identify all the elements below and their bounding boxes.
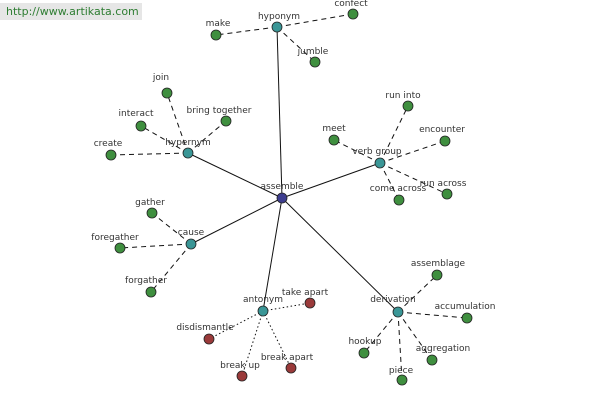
source-url[interactable]: http://www.artikata.com <box>0 3 142 20</box>
label-antonym: antonym <box>243 295 283 305</box>
node-meet[interactable] <box>328 134 340 146</box>
label-create: create <box>94 139 123 149</box>
edge-hyponym-make <box>215 26 278 36</box>
edge-derivation-piece <box>397 311 403 381</box>
edge-hypernym-interact <box>140 125 189 154</box>
node-make[interactable] <box>210 29 222 41</box>
node-accumulation[interactable] <box>461 312 473 324</box>
label-disdismantle: disdismantle <box>176 323 234 333</box>
node-jumble[interactable] <box>309 56 321 68</box>
edge-verb_group-come_across <box>379 162 400 201</box>
label-interact: interact <box>119 109 154 119</box>
edge-verb_group-run_into <box>379 105 409 164</box>
node-bring_together[interactable] <box>220 115 232 127</box>
node-break_up[interactable] <box>236 370 248 382</box>
edge-hypernym-join <box>166 92 189 154</box>
node-join[interactable] <box>161 87 173 99</box>
edge-assemble-verb_group <box>281 162 381 199</box>
edge-assemble-derivation <box>281 197 399 313</box>
edge-cause-forgather <box>150 243 192 293</box>
label-aggregation: aggregation <box>416 344 470 354</box>
label-accumulation: accumulation <box>435 302 496 312</box>
node-break_apart[interactable] <box>285 362 297 374</box>
node-forgather[interactable] <box>145 286 157 298</box>
node-confect[interactable] <box>347 8 359 20</box>
label-bring_together: bring together <box>187 106 252 116</box>
label-encounter: encounter <box>419 125 465 135</box>
node-disdismantle[interactable] <box>203 333 215 345</box>
node-antonym[interactable] <box>257 305 269 317</box>
label-run_across: run across <box>420 179 467 189</box>
edge-antonym-break_apart <box>262 310 292 369</box>
label-derivation: derivation <box>370 295 416 305</box>
label-gather: gather <box>135 198 165 208</box>
edge-assemble-hyponym <box>276 26 283 199</box>
node-assemble[interactable] <box>276 192 288 204</box>
label-meet: meet <box>322 124 346 134</box>
node-create[interactable] <box>105 149 117 161</box>
node-interact[interactable] <box>135 120 147 132</box>
label-verb_group: verb group <box>352 147 402 157</box>
label-break_up: break up <box>220 361 260 371</box>
node-run_across[interactable] <box>441 188 453 200</box>
node-piece[interactable] <box>396 374 408 386</box>
node-cause[interactable] <box>185 238 197 250</box>
label-assemblage: assemblage <box>411 259 466 269</box>
node-aggregation[interactable] <box>426 354 438 366</box>
edge-assemble-antonym <box>262 197 283 312</box>
edge-verb_group-run_across <box>379 162 448 195</box>
node-foregather[interactable] <box>114 242 126 254</box>
node-come_across[interactable] <box>393 194 405 206</box>
label-join: join <box>152 73 169 83</box>
edge-assemble-cause <box>190 197 283 245</box>
label-come_across: come across <box>370 184 427 194</box>
label-hyponym: hyponym <box>258 12 300 22</box>
edge-cause-foregather <box>119 243 192 249</box>
label-take_apart: take apart <box>282 288 329 298</box>
node-gather[interactable] <box>146 207 158 219</box>
edge-assemble-hypernym <box>187 152 283 199</box>
edge-antonym-break_up <box>241 310 264 377</box>
node-take_apart[interactable] <box>304 297 316 309</box>
label-hookup: hookup <box>348 337 381 347</box>
node-assemblage[interactable] <box>431 269 443 281</box>
label-confect: confect <box>334 0 368 9</box>
node-hookup[interactable] <box>358 347 370 359</box>
edge-verb_group-encounter <box>379 140 446 164</box>
label-assemble: assemble <box>261 182 304 192</box>
node-hyponym[interactable] <box>271 21 283 33</box>
label-foregather: foregather <box>91 233 139 243</box>
node-run_into[interactable] <box>402 100 414 112</box>
node-verb_group[interactable] <box>374 157 386 169</box>
label-jumble: jumble <box>297 47 329 57</box>
label-piece: piece <box>389 366 414 376</box>
edge-derivation-accumulation <box>397 311 468 319</box>
label-hypernym: hypernym <box>165 138 211 148</box>
edge-hyponym-confect <box>276 13 354 28</box>
edge-hypernym-bring_together <box>187 120 227 154</box>
edge-hypernym-create <box>110 152 189 156</box>
label-forgather: forgather <box>125 276 167 286</box>
label-cause: cause <box>178 228 205 238</box>
edge-derivation-assemblage <box>397 274 438 313</box>
label-run_into: run into <box>385 91 421 101</box>
label-make: make <box>206 19 231 29</box>
label-break_apart: break apart <box>261 353 314 363</box>
node-encounter[interactable] <box>439 135 451 147</box>
node-derivation[interactable] <box>392 306 404 318</box>
edge-derivation-aggregation <box>397 311 433 361</box>
node-hypernym[interactable] <box>182 147 194 159</box>
